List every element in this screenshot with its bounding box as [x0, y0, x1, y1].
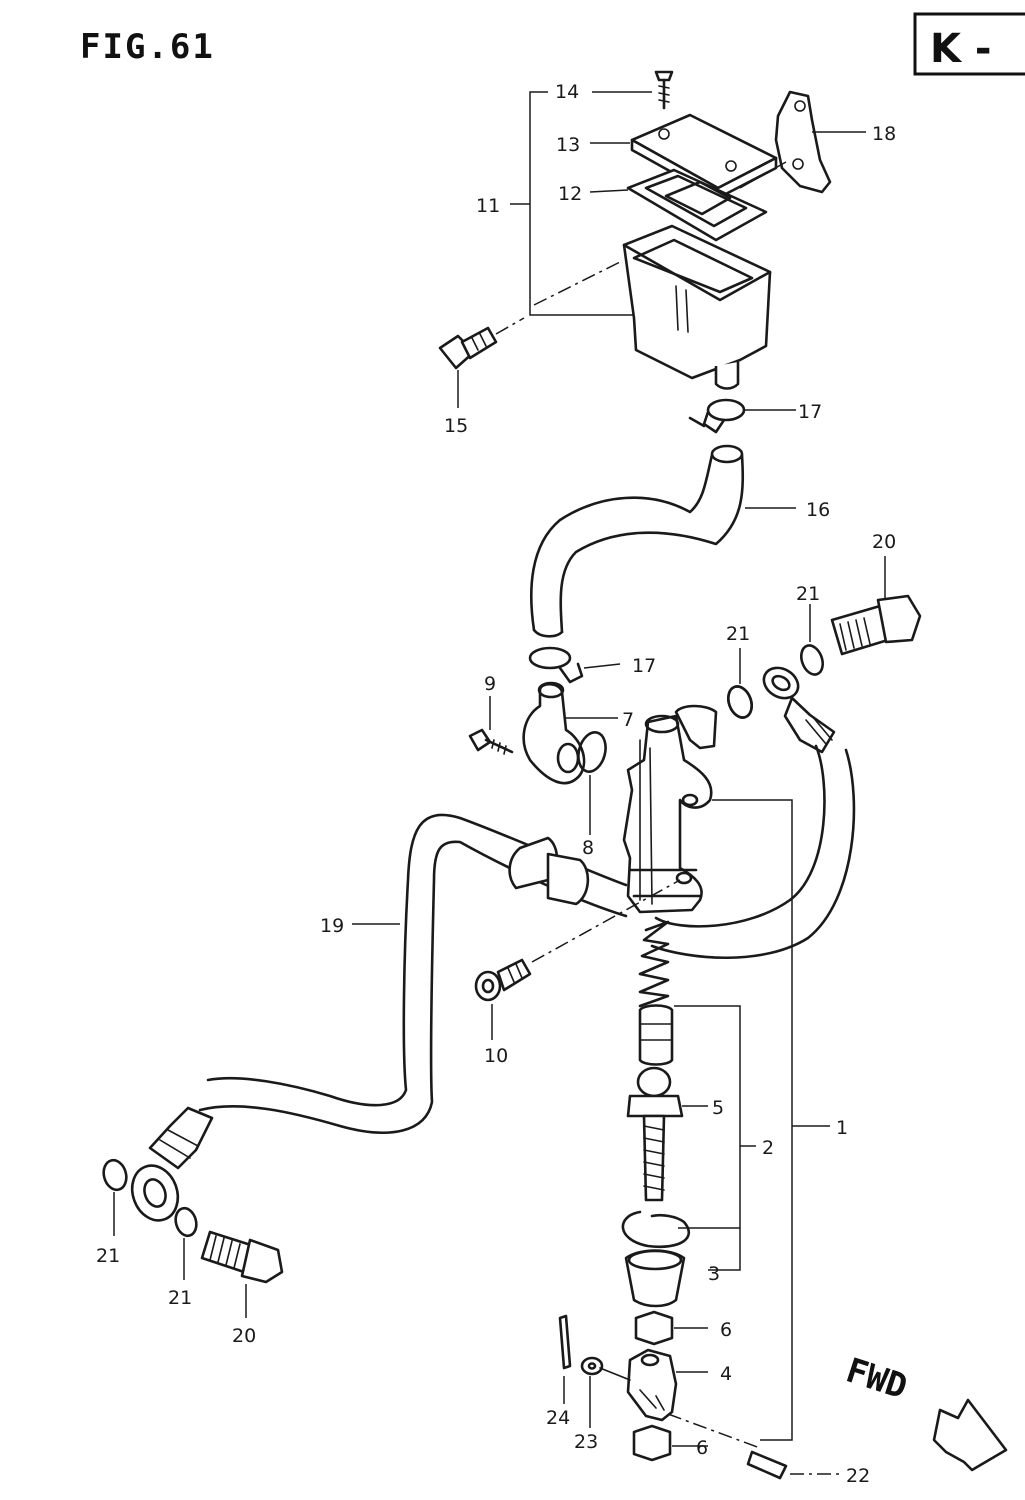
bolt-part-20-upper: [830, 556, 922, 656]
callout-12: 12: [558, 183, 582, 205]
callout-1: 1: [836, 1117, 848, 1139]
callout-11: 11: [476, 195, 500, 217]
cotter-pin-part-24: [558, 1314, 572, 1404]
piston: [638, 1004, 674, 1066]
callout-9: 9: [484, 673, 496, 695]
callout-24: 24: [546, 1407, 570, 1429]
forward-direction-indicator: FWD: [841, 1351, 1008, 1472]
bolt-part-20-lower: [200, 1230, 284, 1318]
callout-13: 13: [556, 134, 580, 156]
callout-6-upper: 6: [720, 1319, 732, 1341]
callout-18: 18: [872, 123, 896, 145]
callout-4: 4: [720, 1363, 732, 1385]
callout-8: 8: [582, 837, 594, 859]
callout-20-upper: 20: [872, 531, 896, 553]
washer-part-21-lower-right: [174, 1206, 198, 1280]
fwd-label: FWD: [841, 1351, 912, 1408]
hose-part-16: [530, 444, 796, 638]
callout-22: 22: [846, 1465, 870, 1487]
fwd-arrow-icon: [932, 1398, 1008, 1472]
circlip: [621, 1210, 691, 1249]
callout-10: 10: [484, 1045, 508, 1067]
callout-5: 5: [712, 1097, 724, 1119]
section-box: K -: [913, 12, 1025, 76]
clamp-part-17-lower: [528, 646, 621, 684]
pin-part-22: [746, 1450, 840, 1480]
banjo-fitting-lower: [130, 1106, 214, 1222]
screw-part-14: [654, 70, 674, 110]
callout-17-upper: 17: [798, 401, 822, 423]
spring: [638, 920, 670, 1008]
callout-21-lower-left: 21: [96, 1245, 120, 1267]
bolt-part-10: [474, 879, 681, 1040]
washer-part-21-upper-left: [727, 648, 753, 719]
callout-20-lower: 20: [232, 1325, 256, 1347]
bolt-part-15: [438, 317, 525, 408]
reservoir-assembly: [438, 70, 866, 408]
callout-2: 2: [762, 1137, 774, 1159]
callout-23: 23: [574, 1431, 598, 1453]
diaphragm-part-12: [626, 168, 768, 242]
callout-21-lower-right: 21: [168, 1287, 192, 1309]
washer-part-23: [580, 1356, 631, 1428]
nut-part-6-lower: [632, 1424, 708, 1462]
banjo-fitting-upper: [727, 666, 836, 754]
callout-19: 19: [320, 915, 344, 937]
figure-title: FIG.61: [80, 27, 215, 67]
nut-part-6-upper: [634, 1310, 708, 1346]
reservoir-body: [622, 224, 772, 390]
callout-16: 16: [806, 499, 830, 521]
callout-17-lower: 17: [632, 655, 656, 677]
washer-part-21-lower-left: [102, 1158, 128, 1236]
push-rod-part-5: [626, 1066, 708, 1202]
piston-set-bracket: [674, 1005, 756, 1271]
clevis-part-4: [626, 1348, 761, 1449]
bracket-part-18: [739, 90, 866, 194]
callout-21-upper-left: 21: [726, 623, 750, 645]
callout-15: 15: [444, 415, 468, 437]
callout-3: 3: [708, 1263, 720, 1285]
screw-part-9: [468, 696, 514, 755]
hose-part-19: [198, 813, 628, 1134]
callout-21-upper-right: 21: [796, 583, 820, 605]
o-ring-part-8: [577, 731, 607, 835]
callout-6-lower: 6: [696, 1437, 708, 1459]
boot-part-3: [624, 1249, 686, 1308]
washer-part-21-upper-right: [799, 604, 825, 676]
union-part-7: [522, 681, 618, 785]
section-code: K -: [930, 26, 992, 72]
master-cylinder-body: [622, 704, 830, 1441]
callout-14: 14: [555, 81, 579, 103]
hose-loop-right: [650, 744, 856, 960]
clamp-part-17-upper: [688, 398, 796, 434]
callout-7: 7: [622, 709, 634, 731]
